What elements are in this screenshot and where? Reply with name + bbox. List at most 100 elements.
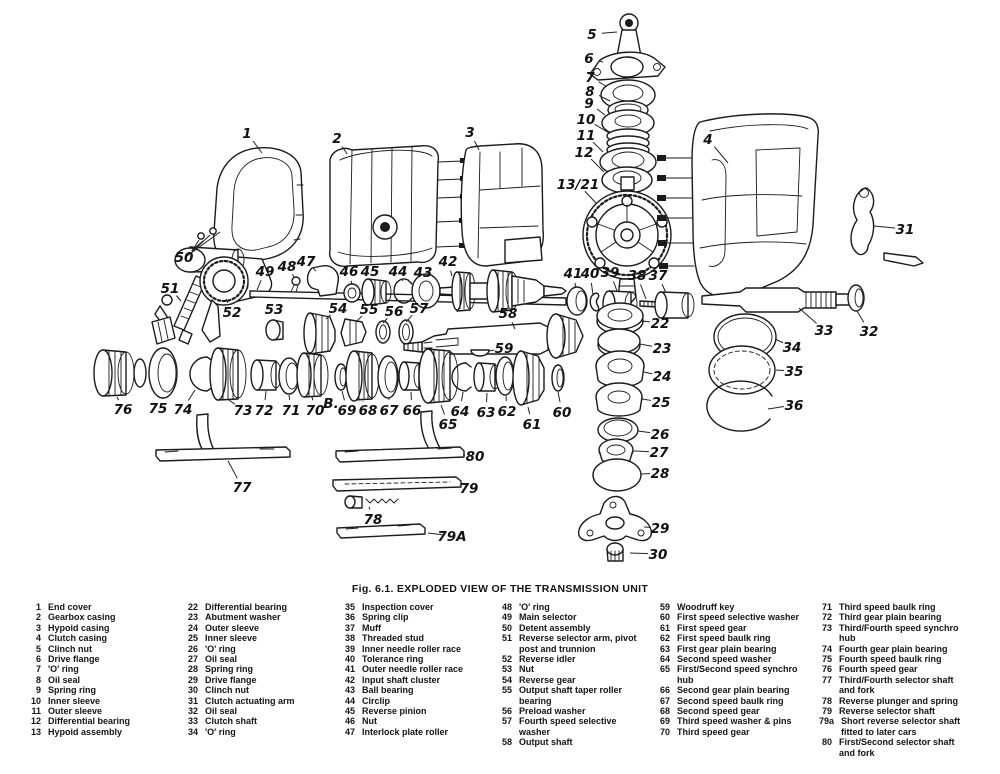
legend-item-text: Third speed washer & pins xyxy=(677,716,792,727)
leader-line-47 xyxy=(312,267,317,272)
callout-31: 31 xyxy=(896,222,915,238)
callout-55: 55 xyxy=(360,302,379,318)
leader-line-57 xyxy=(405,314,413,323)
callout-48: 48 xyxy=(277,259,297,275)
legend-item-number: 65 xyxy=(659,664,670,675)
part-gear-row xyxy=(93,347,565,406)
callout-79A: 79A xyxy=(437,529,466,545)
leader-line-12 xyxy=(590,158,605,173)
legend-item-number: 54 xyxy=(501,674,512,685)
leader-line-61 xyxy=(527,406,531,415)
legend-item-7: 7'O' ring xyxy=(28,664,185,674)
callout-59: 59 xyxy=(495,341,514,357)
callout-50: 50 xyxy=(175,250,194,266)
leader-line-33 xyxy=(798,307,817,324)
legend-item-text: First speed gear xyxy=(677,622,747,633)
callout-35: 35 xyxy=(785,364,804,380)
part-clutch-actuating-arm xyxy=(850,187,924,267)
callout-7: 7 xyxy=(585,70,595,86)
callout-61: 61 xyxy=(523,417,542,433)
legend-item-number: 22 xyxy=(187,602,198,612)
part-clutch-shaft xyxy=(701,287,851,313)
leader-line-41 xyxy=(574,282,577,289)
legend-item-number: 80 xyxy=(821,737,832,748)
part-hypoid-casing xyxy=(460,143,545,267)
part-reverse-gear-54 xyxy=(151,312,336,355)
legend-item-number: 43 xyxy=(344,685,355,696)
legend-item-number: 24 xyxy=(187,622,198,633)
legend-item-text: Reverse selector arm, pivot post and tru… xyxy=(519,633,637,654)
leader-line-26 xyxy=(637,430,651,434)
leader-line-1 xyxy=(252,140,263,154)
callout-68: 68 xyxy=(359,403,378,419)
legend-item-number: 70 xyxy=(659,726,670,737)
callout-11: 11 xyxy=(577,128,596,144)
part-clinch-nut-30 xyxy=(606,542,624,562)
legend-item-number: 73 xyxy=(821,622,832,633)
legend-item-text: Oil seal xyxy=(205,706,238,717)
legend-item-number: 66 xyxy=(659,685,670,696)
leader-line-72 xyxy=(264,390,267,401)
callout-8: 8 xyxy=(585,84,594,100)
legend-item-text: First speed selective washer xyxy=(677,612,800,623)
legend-item-number: 68 xyxy=(659,706,670,717)
part-nut-53 xyxy=(265,319,284,341)
legend-item-text: Outer sleeve xyxy=(205,622,260,633)
legend-item-number: 26 xyxy=(187,643,198,654)
legend-item-number: 37 xyxy=(344,622,355,633)
leader-line-10 xyxy=(594,123,610,134)
callout-60: 60 xyxy=(553,405,572,421)
legend-item-60: 60 First speed selective washer xyxy=(657,612,819,622)
legend-item-number: 36 xyxy=(344,612,355,623)
legend-item-text: Interlock plate roller xyxy=(362,726,449,737)
leader-line-39 xyxy=(612,281,618,292)
legend-item-number: 78 xyxy=(821,695,832,706)
legend-item-34: 34'O' ring xyxy=(185,727,342,737)
callout-39: 39 xyxy=(601,265,620,281)
legend-item-number: 52 xyxy=(501,654,512,665)
legend-item-text: Tolerance ring xyxy=(362,654,424,665)
leader-line-79A xyxy=(427,532,443,536)
legend-item-text: Third gear plain bearing xyxy=(839,612,942,623)
callout-72: 72 xyxy=(255,403,274,419)
part-drive-flange-29 xyxy=(577,495,653,542)
legend-item-number: 60 xyxy=(659,612,670,623)
legend-item-text: Oil seal xyxy=(48,674,81,685)
legend-item-text: 'O' ring xyxy=(205,726,236,737)
legend-item-number: 11 xyxy=(31,706,41,717)
callout-23: 23 xyxy=(653,341,672,357)
legend-item-text: Reverse gear xyxy=(519,674,576,685)
callout-42: 42 xyxy=(438,254,458,270)
part-ring-35 xyxy=(708,345,776,395)
leader-line-9 xyxy=(596,108,606,116)
legend-item-number: 28 xyxy=(187,664,198,675)
callout-38: 38 xyxy=(628,268,647,284)
leader-line-4 xyxy=(714,146,729,164)
part-stack-5-12 xyxy=(589,13,666,194)
leader-line-46 xyxy=(350,280,353,286)
legend-item-number: 12 xyxy=(30,716,41,727)
legend-item-number: 10 xyxy=(30,695,41,706)
leader-line-22 xyxy=(641,320,651,323)
legend-item-text: Clutch casing xyxy=(48,633,108,644)
part-preload-washer-56 xyxy=(375,320,391,344)
legend-item-number: 8 xyxy=(35,674,41,685)
leader-line-54 xyxy=(325,314,331,320)
